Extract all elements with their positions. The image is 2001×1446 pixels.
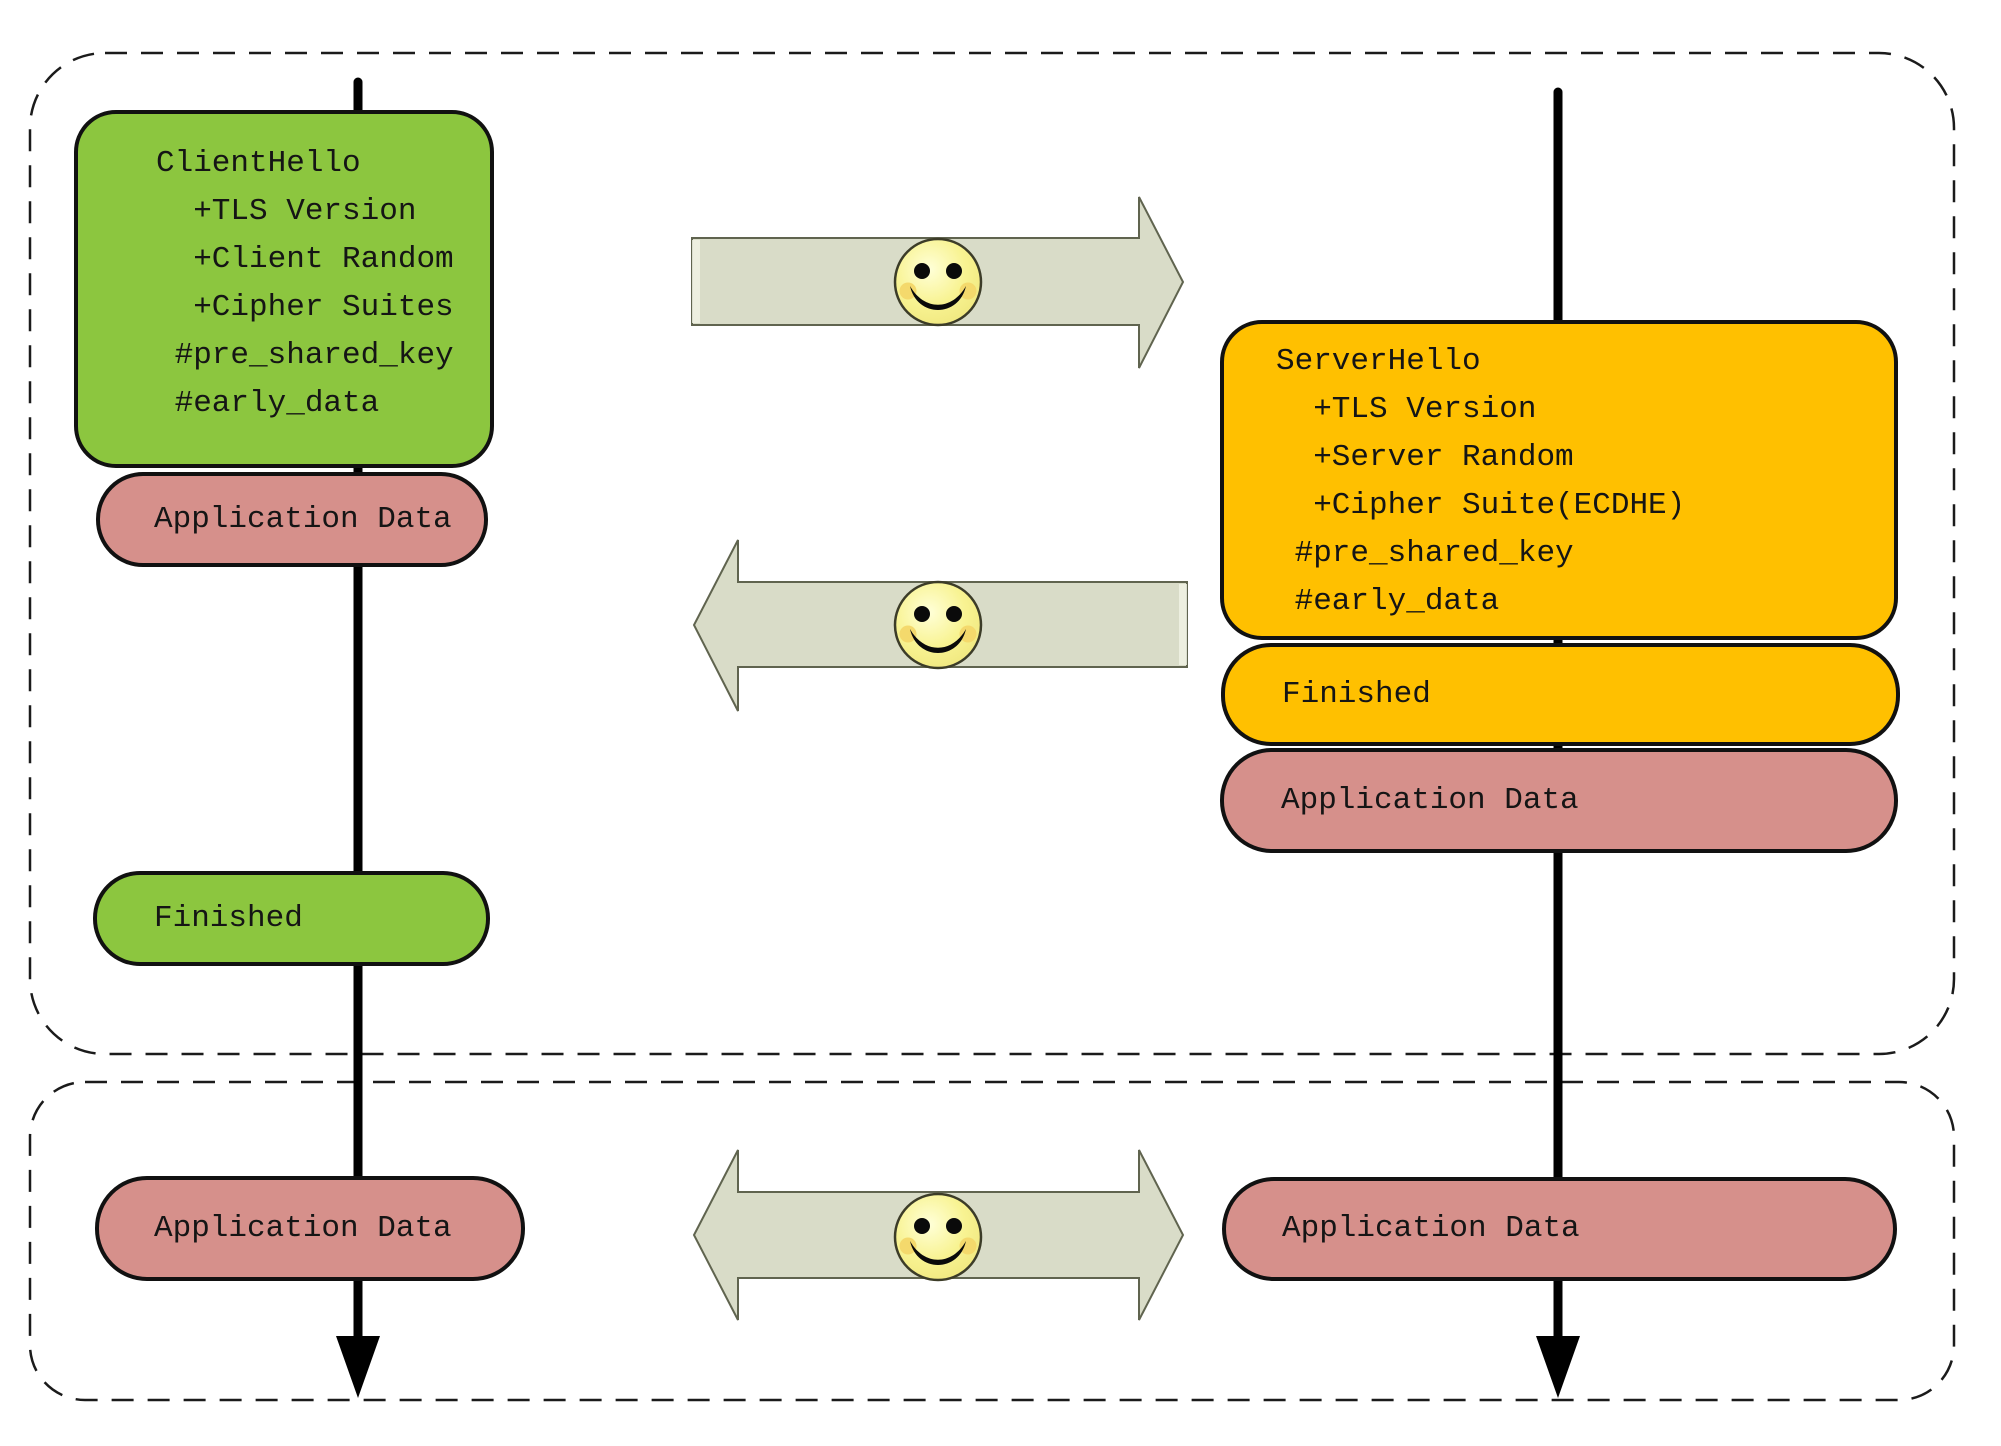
server-app-data-label: Application Data (1281, 782, 1579, 818)
client-hello-line: +TLS Version (156, 194, 417, 229)
server-app-data-box-session2: Application Data (1222, 1177, 1897, 1281)
server-hello-line: +Cipher Suite(ECDHE) (1276, 488, 1686, 523)
client-timeline-arrowhead (336, 1336, 380, 1398)
session1-boundary (28, 51, 1956, 1056)
server-finished-label: Finished (1282, 676, 1431, 712)
server-app-data-box: Application Data (1220, 748, 1898, 853)
arrow-tail-highlight (692, 240, 700, 323)
smiley-face-icon (893, 580, 983, 670)
client-app-data-label: Application Data (154, 1210, 452, 1246)
client-app-data-box: Application Data (96, 472, 488, 567)
client-app-data-label: Application Data (154, 501, 452, 537)
client-hello-line: #pre_shared_key (156, 338, 454, 373)
server-hello-line: +TLS Version (1276, 392, 1537, 427)
smiley-face-icon (893, 237, 983, 327)
server-hello-line: #pre_shared_key (1276, 536, 1574, 571)
server-finished-box: Finished (1221, 643, 1900, 746)
client-finished-box: Finished (93, 871, 490, 966)
client-hello-box: ClientHello +TLS Version +Client Random … (74, 110, 494, 468)
client-hello-line: +Client Random (156, 242, 454, 277)
server-app-data-label: Application Data (1282, 1211, 1580, 1246)
server-hello-line: #early_data (1276, 584, 1500, 619)
smiley-face-icon (893, 1192, 983, 1282)
server-hello-box: ServerHello +TLS Version +Server Random … (1220, 320, 1898, 640)
client-hello-line: +Cipher Suites (156, 290, 454, 325)
server-hello-line: +Server Random (1276, 440, 1574, 475)
server-timeline-arrowhead (1536, 1336, 1580, 1398)
arrow-tail-highlight (1179, 584, 1187, 665)
client-hello-line: #early_data (156, 386, 380, 421)
server-hello-title: ServerHello (1276, 344, 1481, 379)
client-app-data-box-session2: Application Data (95, 1176, 525, 1281)
client-hello-title: ClientHello (156, 146, 361, 181)
client-finished-label: Finished (154, 900, 303, 936)
session2-boundary (28, 1080, 1956, 1402)
